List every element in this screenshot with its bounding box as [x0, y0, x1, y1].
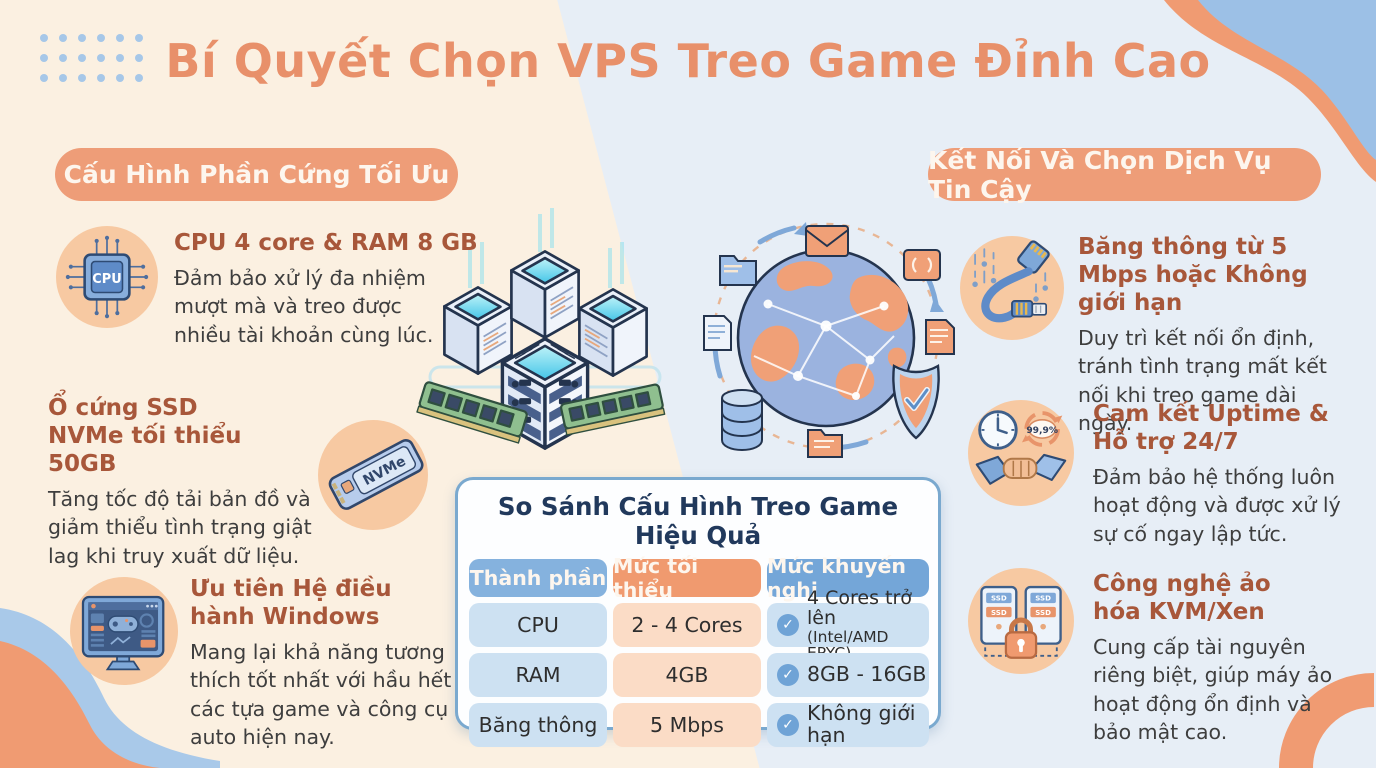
bandwidth-item-body: Duy trì kết nối ổn định, tránh tình trạn…	[1078, 326, 1327, 435]
corner-decoration-bottom-right	[1279, 673, 1375, 768]
nvme-ssd-icon: NVMe	[318, 420, 428, 530]
windows-monitor-icon	[70, 577, 178, 685]
page-title: Bí Quyết Chọn VPS Treo Game Đỉnh Cao	[165, 34, 1211, 88]
document-icon-left	[703, 315, 732, 351]
ssd-label-2: SSD	[991, 608, 1007, 617]
comparison-table: Thành phần Mức tối thiểu Mức khuyến nghị…	[469, 554, 929, 747]
check-icon: ✓	[777, 614, 799, 636]
column-header-recommended: Mức khuyến nghị	[767, 554, 929, 602]
section-pill-connectivity-label: Kết Nối Và Chọn Dịch Vụ Tin Cậy	[928, 145, 1272, 204]
bandwidth-item-heading: Băng thông từ 5 Mbps hoặc Không giới hạn	[1078, 234, 1308, 317]
info-item-ssd: Ổ cứng SSD NVMe tối thiểu 50GB Tăng tốc …	[48, 394, 340, 570]
ssd-label-4: SSD	[1035, 608, 1051, 617]
recommended-cpu-value: 4 Cores trở lên	[807, 586, 912, 629]
recommended-ram-value: 8GB - 16GB	[807, 662, 927, 687]
ethernet-cable-icon	[960, 236, 1064, 340]
info-item-cpu: CPU 4 core & RAM 8 GB Đảm bảo xử lý đa n…	[174, 229, 478, 349]
windows-item-heading: Ưu tiên Hệ điều hành Windows	[190, 576, 392, 631]
shield-check-icon	[892, 364, 940, 440]
cell-component-bandwidth: Băng thông	[469, 703, 607, 747]
info-item-uptime: Cam kết Uptime & Hỗ trợ 24/7 Đảm bảo hệ …	[1093, 400, 1348, 548]
cell-component-cpu: CPU	[469, 603, 607, 647]
envelope-icon	[805, 225, 849, 257]
folder-icon-bottom	[807, 429, 843, 458]
document-icon-right	[925, 319, 955, 355]
comparison-table-title: So Sánh Cấu Hình Treo Game Hiệu Quả	[497, 492, 899, 550]
server-cluster-illustration	[416, 208, 666, 450]
info-item-bandwidth: Băng thông từ 5 Mbps hoặc Không giới hạn…	[1078, 233, 1340, 437]
ssd-label-3: SSD	[1035, 594, 1051, 603]
section-pill-connectivity: Kết Nối Và Chọn Dịch Vụ Tin Cậy	[928, 145, 1321, 204]
dots-decoration	[40, 34, 154, 94]
cpu-icon-label: CPU	[92, 272, 121, 287]
code-window-icon	[903, 249, 941, 281]
column-header-minimum: Mức tối thiểu	[613, 554, 761, 602]
cpu-item-body: Đảm bảo xử lý đa nhiệm mượt mà và treo đ…	[174, 266, 434, 347]
globe-network-illustration	[703, 222, 955, 458]
uptime-handshake-icon: 99,9%	[968, 400, 1074, 506]
cell-recommended-ram: ✓ 8GB - 16GB	[767, 653, 929, 697]
kvm-item-heading: Công nghệ ảo hóa KVM/Xen	[1093, 571, 1271, 626]
cell-minimum-cpu: 2 - 4 Cores	[613, 603, 761, 647]
ssd-item-body: Tăng tốc độ tải bản đồ và giảm thiểu tìn…	[48, 487, 312, 568]
kvm-item-body: Cung cấp tài nguyên riêng biệt, giúp máy…	[1093, 635, 1333, 744]
uptime-item-body: Đảm bảo hệ thống luôn hoạt động và được …	[1093, 465, 1341, 546]
corner-decoration-top-right	[1164, 0, 1376, 182]
section-pill-hardware-label: Cấu Hình Phần Cứng Tối Ưu	[63, 160, 450, 189]
cpu-chip-icon: CPU	[56, 226, 158, 328]
cell-component-ram: RAM	[469, 653, 607, 697]
ssd-label-1: SSD	[991, 594, 1007, 603]
database-icon	[721, 389, 763, 452]
server-lock-icon: SSD SSD SSD SSD	[968, 568, 1074, 674]
comparison-table-card: So Sánh Cấu Hình Treo Game Hiệu Quả Thàn…	[455, 477, 941, 747]
corner-decoration-bottom-left	[0, 608, 220, 768]
info-item-windows: Ưu tiên Hệ điều hành Windows Mang lại kh…	[190, 575, 462, 751]
ssd-item-heading: Ổ cứng SSD NVMe tối thiểu 50GB	[48, 395, 242, 478]
column-header-component: Thành phần	[469, 559, 607, 597]
cell-recommended-cpu: ✓ 4 Cores trở lên (Intel/AMD EPYC)	[767, 588, 929, 661]
check-icon: ✓	[777, 664, 799, 686]
folder-icon	[719, 255, 757, 286]
cpu-item-heading: CPU 4 core & RAM 8 GB	[174, 230, 478, 256]
recommended-bandwidth-value: Không giới hạn	[807, 701, 916, 747]
uptime-badge: 99,9%	[1026, 426, 1058, 436]
info-item-kvm: Công nghệ ảo hóa KVM/Xen Cung cấp tài ng…	[1093, 570, 1355, 746]
section-pill-hardware: Cấu Hình Phần Cứng Tối Ưu	[55, 148, 458, 201]
cell-minimum-bandwidth: 5 Mbps	[613, 703, 761, 747]
uptime-item-heading: Cam kết Uptime & Hỗ trợ 24/7	[1093, 401, 1329, 456]
cell-recommended-bandwidth: ✓ Không giới hạn	[767, 703, 929, 747]
windows-item-body: Mang lại khả năng tương thích tốt nhất v…	[190, 640, 452, 749]
check-icon: ✓	[777, 714, 799, 736]
cell-minimum-ram: 4GB	[613, 653, 761, 697]
